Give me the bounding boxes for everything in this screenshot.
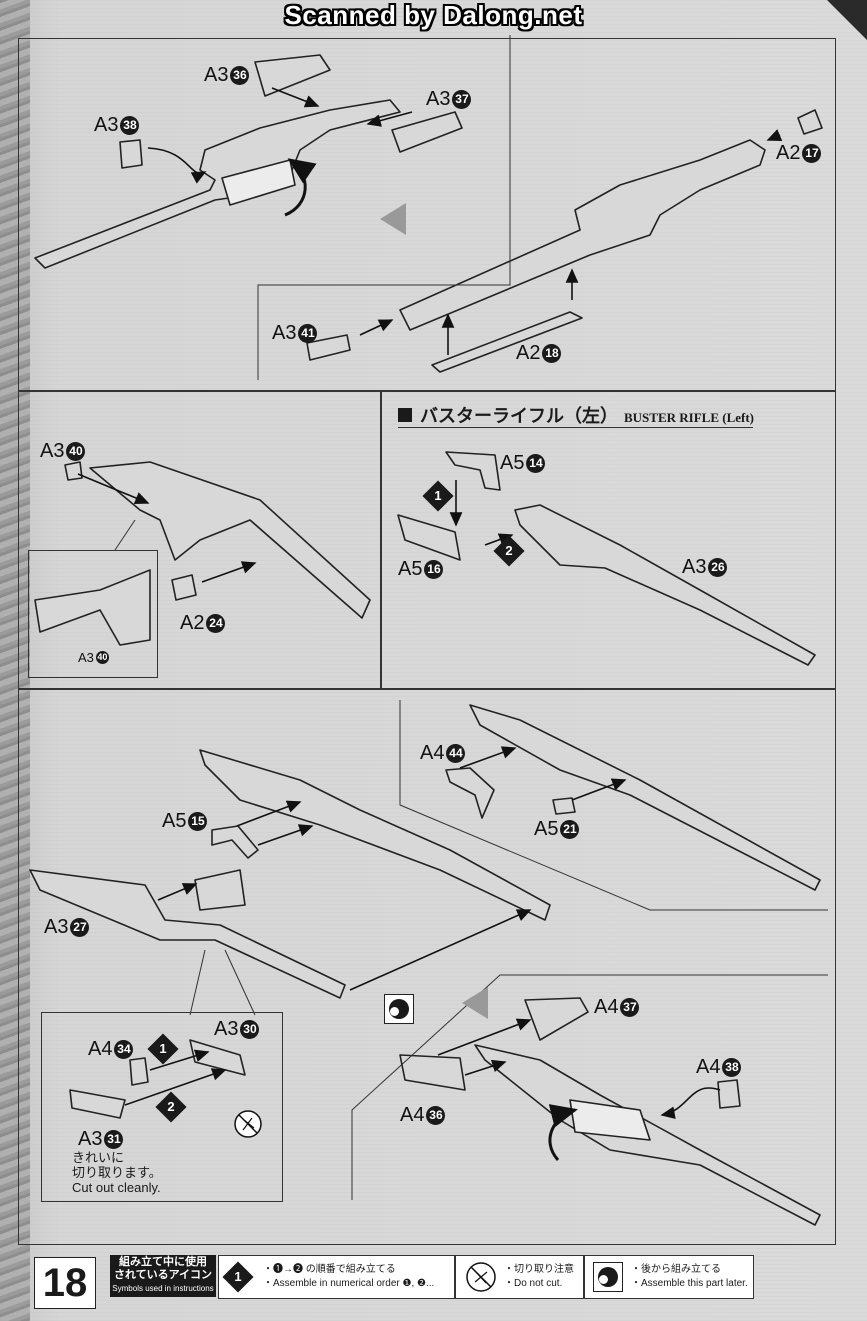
corner-decoration xyxy=(827,0,867,40)
flip-indicator xyxy=(462,987,488,1019)
watermark: Scanned by Dalong.net xyxy=(284,0,583,30)
detail-inset-2 xyxy=(41,1012,283,1202)
legend-do-not-cut: ・切り取り注意 ・Do not cut. xyxy=(455,1255,584,1299)
step-1-marker: 1 xyxy=(222,1261,254,1293)
detail-inset-1 xyxy=(28,550,158,678)
panel-2-right xyxy=(380,390,836,690)
rifle-part-illustration xyxy=(34,54,463,269)
rifle-part-illustration xyxy=(29,704,821,999)
rifle-part-illustration xyxy=(69,1039,246,1119)
step-2-marker: 2 xyxy=(493,535,525,567)
panel-1 xyxy=(18,38,836,392)
rifle-part-illustration xyxy=(306,109,823,373)
section-marker xyxy=(398,408,412,422)
assemble-later-icon xyxy=(593,1262,623,1292)
assemble-later-icon xyxy=(384,994,414,1024)
title-underline xyxy=(398,427,753,428)
left-edge-texture xyxy=(0,0,30,1321)
flip-indicator xyxy=(380,203,406,235)
panel-2-left xyxy=(18,390,382,690)
no-cut-icon xyxy=(234,1110,262,1138)
legend-numbered-order: 1 ・❶→❷ の順番で組み立てる ・Assemble in numerical … xyxy=(218,1255,455,1299)
step-1-marker: 1 xyxy=(422,480,454,512)
step-1-marker: 1 xyxy=(147,1033,179,1065)
legend-assemble-later: ・後から組み立てる ・Assemble this part later. xyxy=(584,1255,754,1299)
legend-title: 組み立て中に使用 されているアイコン Symbols used in instr… xyxy=(110,1255,216,1297)
step-2-marker: 2 xyxy=(155,1091,187,1123)
page-number: 18 xyxy=(34,1257,96,1309)
rifle-part-illustration xyxy=(397,451,816,666)
panel-3 xyxy=(18,688,836,1245)
section-title: バスターライフル（左） BUSTER RIFLE (Left) xyxy=(398,402,754,428)
cut-cleanly-note: きれいに 切り取ります。 Cut out cleanly. xyxy=(72,1150,162,1195)
rifle-part-illustration xyxy=(34,461,371,646)
no-cut-icon xyxy=(466,1262,496,1292)
